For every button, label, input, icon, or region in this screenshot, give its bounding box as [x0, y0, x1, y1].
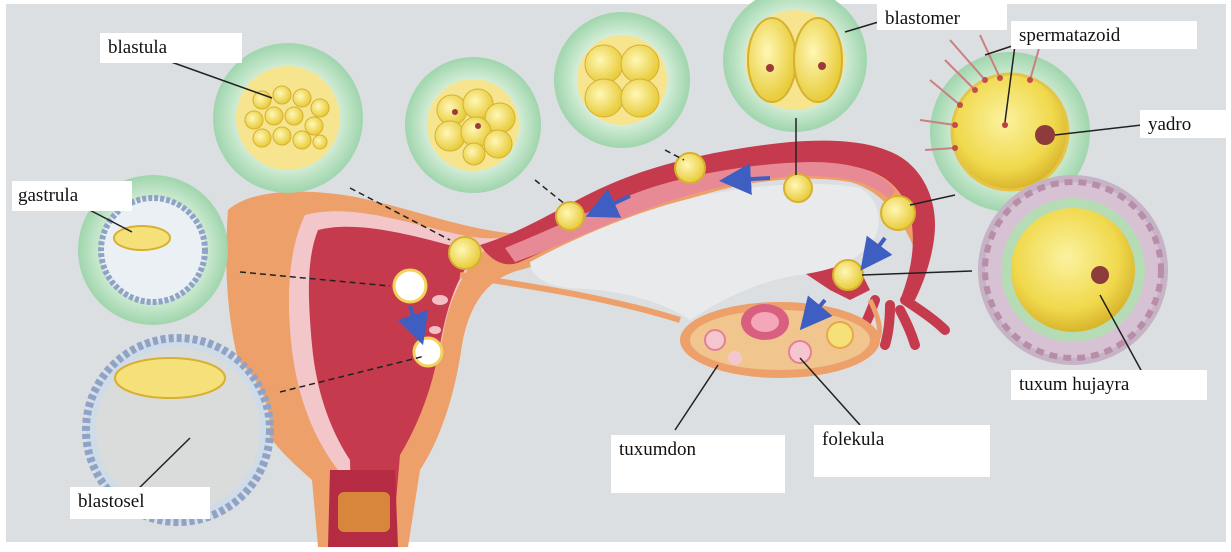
follicle	[705, 330, 725, 350]
egg-cytoplasm	[1011, 208, 1135, 332]
lining-spot	[432, 295, 448, 305]
sperm-head-inside	[1002, 122, 1008, 128]
label-yadro: yadro	[1140, 110, 1226, 138]
morula-figure	[405, 57, 541, 193]
label-blastula: blastula	[100, 33, 242, 63]
follicle	[827, 322, 853, 348]
cervix-plug	[338, 492, 390, 532]
label-folekula: folekula	[814, 425, 990, 477]
label-tuxum-hujayra: tuxum hujayra	[1011, 370, 1207, 400]
follicle	[789, 341, 811, 363]
label-tuxumdon: tuxumdon	[611, 435, 785, 493]
ovary	[680, 302, 880, 378]
label-spermatazoid: spermatazoid	[1011, 21, 1197, 49]
label-blastomer: blastomer	[877, 4, 1007, 30]
inner-cell-mass	[114, 226, 170, 250]
blastula-figure	[213, 43, 363, 193]
follicle	[728, 351, 742, 365]
egg-cell-figure	[978, 175, 1168, 365]
label-blastosel: blastosel	[70, 487, 210, 519]
four-cell-figure	[554, 12, 690, 148]
lining-spot	[429, 326, 441, 334]
follicle-center	[751, 312, 779, 332]
egg-nucleus	[1091, 266, 1109, 284]
embryoblast	[115, 358, 225, 398]
label-gastrula: gastrula	[12, 181, 132, 211]
yadro-nucleus	[1035, 125, 1055, 145]
